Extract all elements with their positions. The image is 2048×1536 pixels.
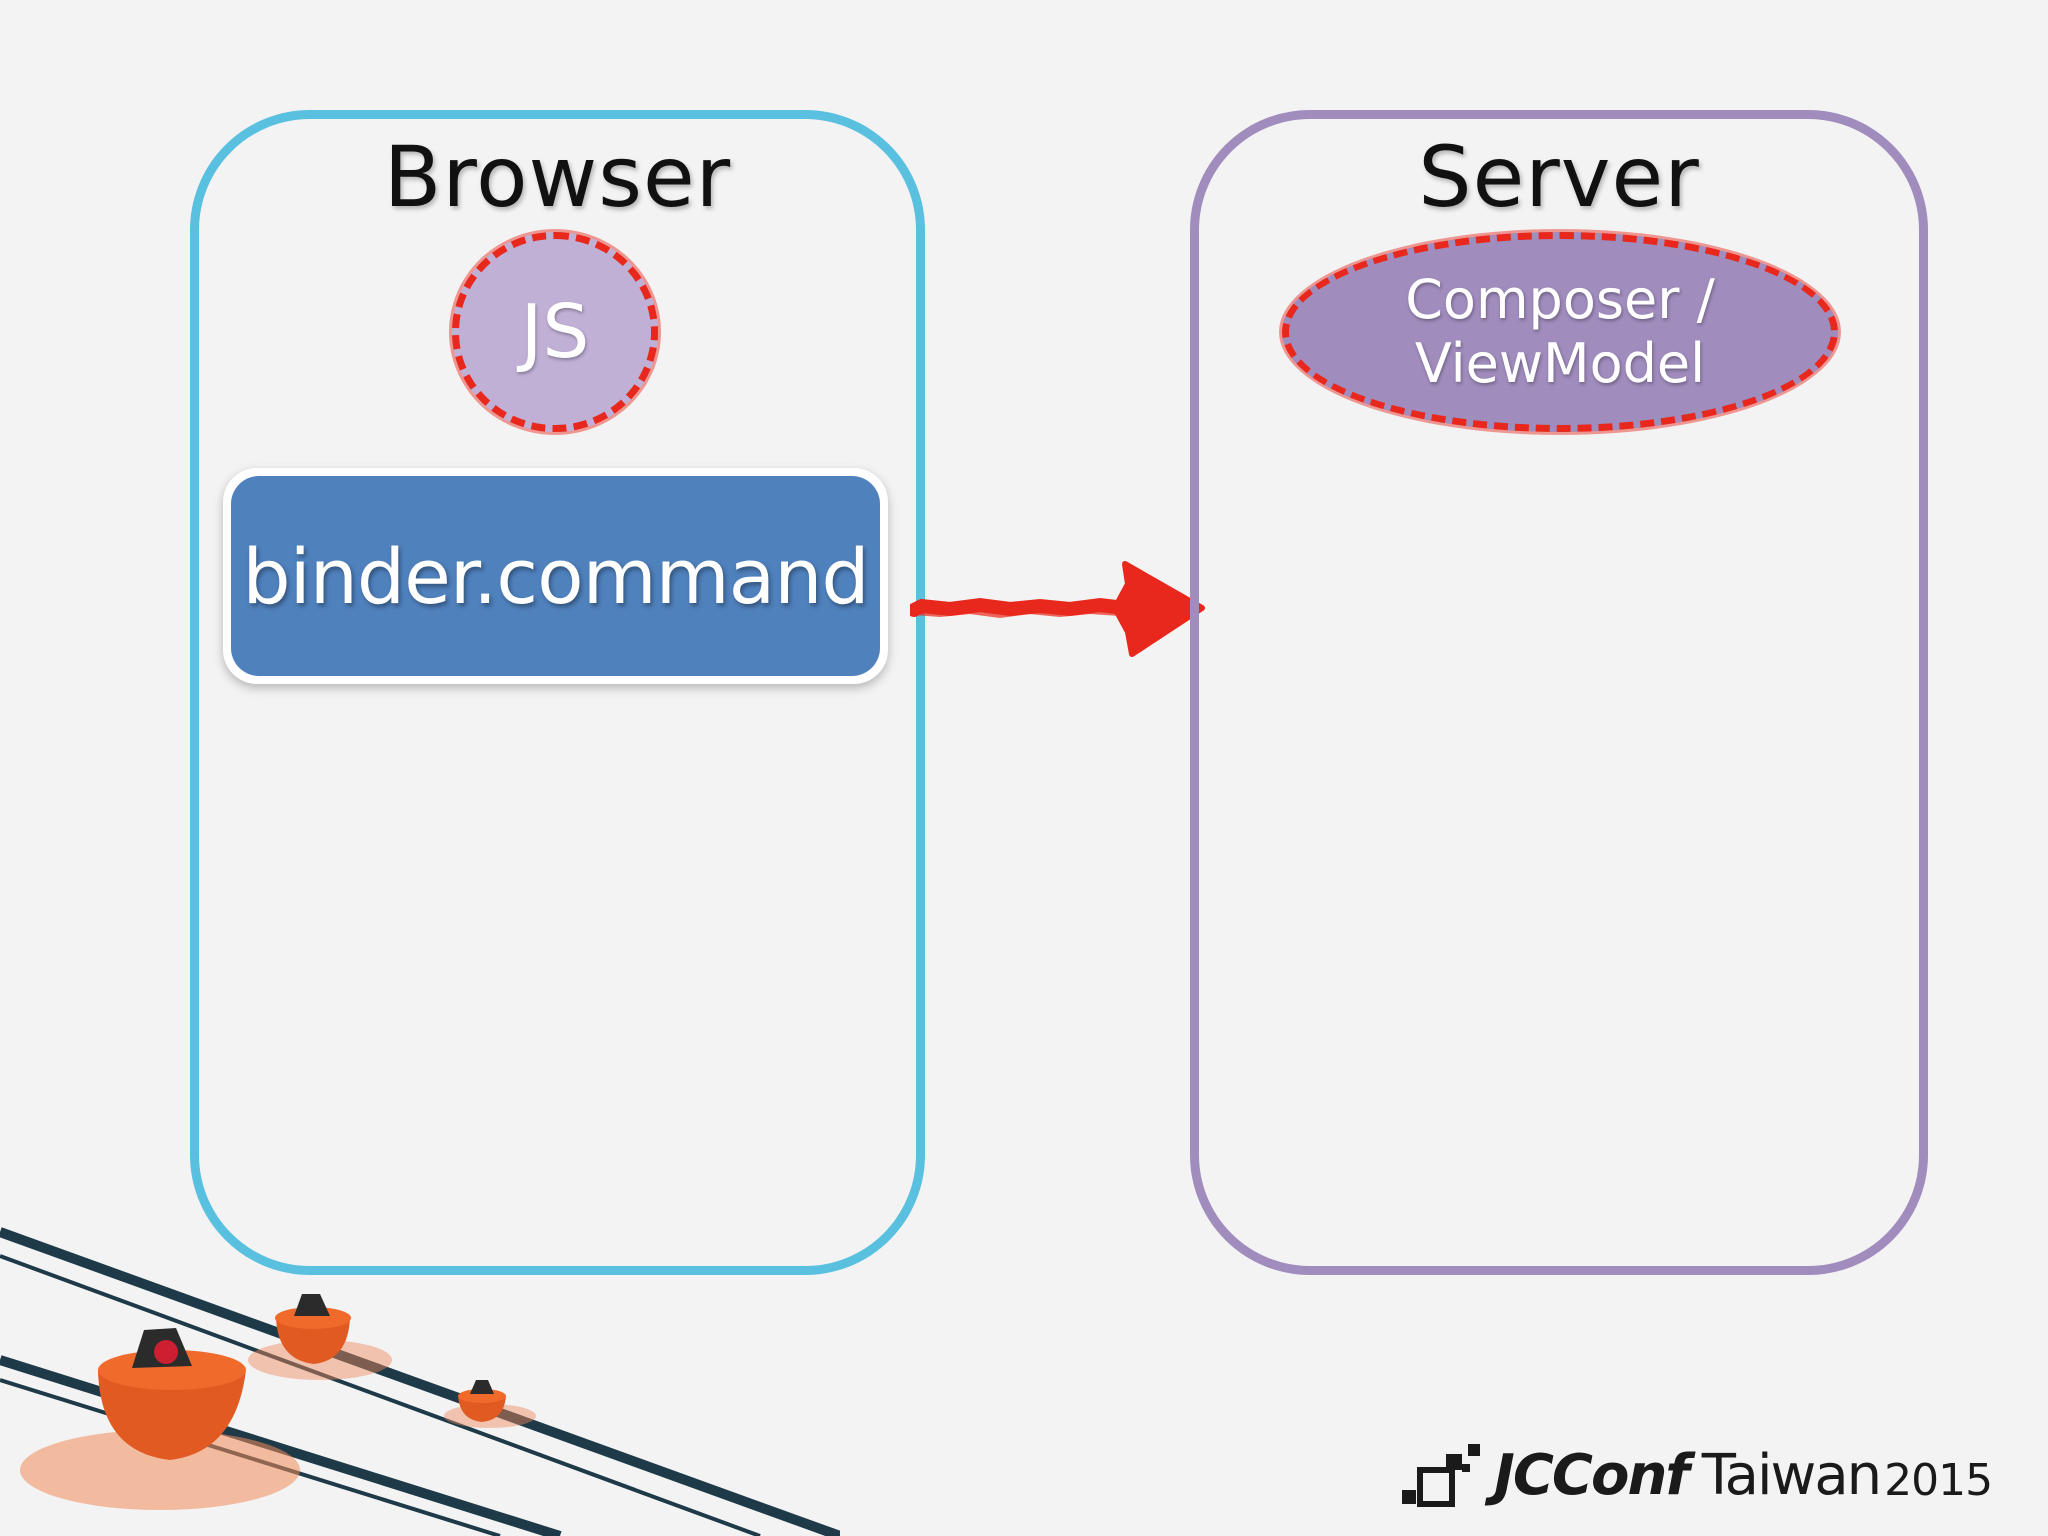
browser-panel xyxy=(190,110,925,1275)
composer-label: Composer / xyxy=(1405,268,1715,331)
binder-command-label: binder.command xyxy=(242,531,869,621)
server-panel xyxy=(1190,110,1928,1275)
logo-brand: JCConf xyxy=(1494,1442,1690,1508)
viewmodel-label: ViewModel xyxy=(1414,332,1706,395)
binder-command-box: binder.command xyxy=(223,468,888,684)
browser-title: Browser xyxy=(383,128,732,226)
arrow-right-icon xyxy=(910,561,1205,657)
server-title: Server xyxy=(1418,128,1700,226)
binder-command-fill: binder.command xyxy=(231,476,880,676)
composer-viewmodel-node: Composer / ViewModel xyxy=(1282,232,1838,432)
jcconf-blocks-icon xyxy=(1402,1444,1480,1507)
duke-teacup-ride-illustration xyxy=(0,1227,840,1536)
js-node: JS xyxy=(452,232,658,432)
jcconf-logo: JCConf Taiwan 2015 xyxy=(1400,1440,2020,1510)
logo-year: 2015 xyxy=(1884,1454,1993,1506)
logo-region: Taiwan xyxy=(1701,1442,1882,1508)
js-label: JS xyxy=(520,289,590,375)
